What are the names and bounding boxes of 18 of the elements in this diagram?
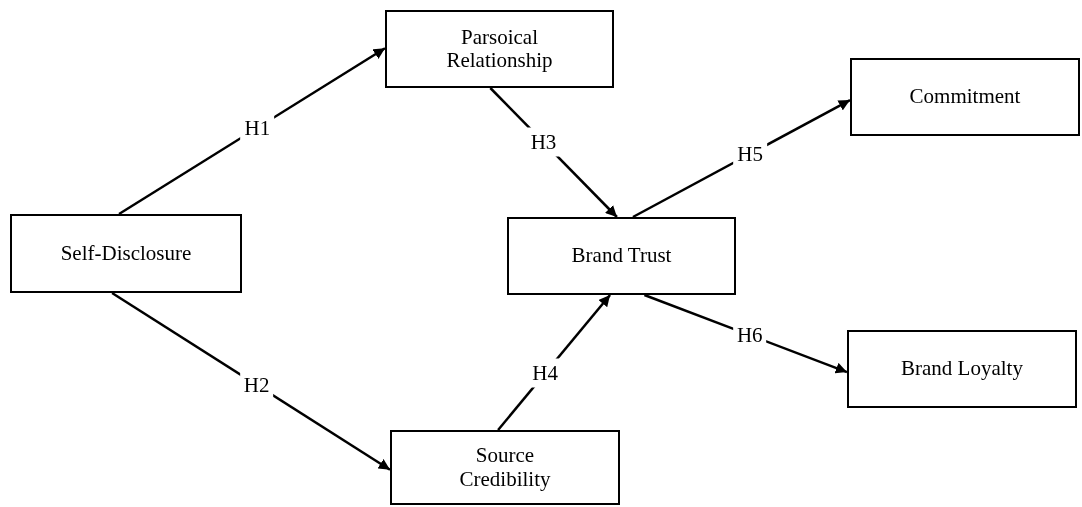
node-label: Commitment (909, 85, 1021, 109)
edge-label: H1 (240, 113, 275, 143)
construct-box (10, 214, 242, 293)
construct-box (507, 217, 736, 295)
construct-box (850, 58, 1080, 136)
edge-label: H3 (526, 127, 561, 157)
edge-label: H2 (239, 370, 274, 400)
edge-label: H4 (528, 358, 562, 388)
construct-box (847, 330, 1077, 408)
node-label: Self-Disclosure (60, 241, 192, 266)
node-label: Source Credibility (458, 444, 552, 491)
node-label: Brand Trust (571, 244, 672, 268)
arrow (111, 291, 391, 471)
arrow (118, 47, 386, 216)
node-label: Parsoical Relationship (445, 25, 554, 73)
construct-box (385, 10, 614, 88)
construct-box (390, 430, 620, 505)
node-label: Brand Loyalty (901, 357, 1023, 381)
